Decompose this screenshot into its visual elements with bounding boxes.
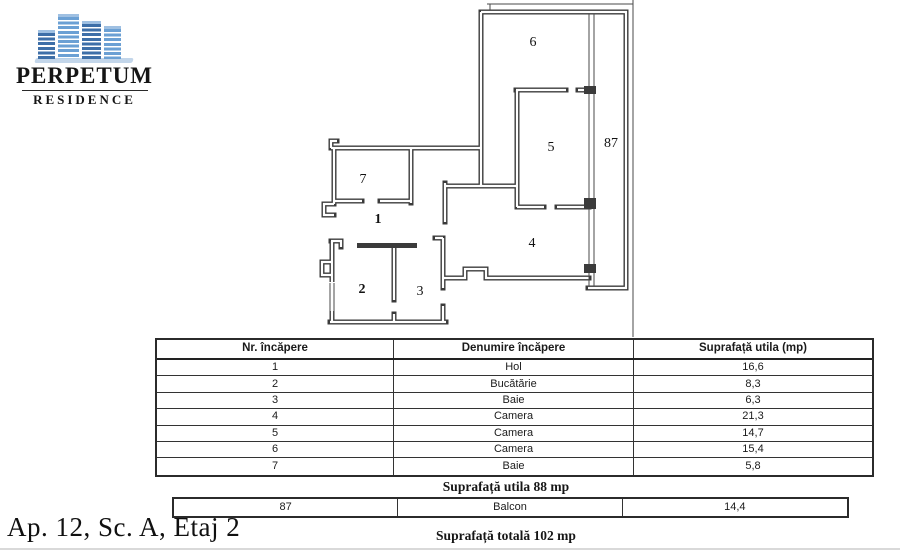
table-cell: 5,8 (745, 460, 761, 473)
table-cell: 7 (157, 458, 394, 475)
company-logo: PERPETUM RESIDENCE (2, 8, 167, 108)
walls (319, 9, 629, 325)
table-cell: 2 (157, 376, 394, 392)
building-shape (37, 30, 55, 59)
table-cell: 14,7 (742, 426, 764, 439)
room-label: 2 (359, 282, 366, 297)
logo-divider (21, 90, 148, 92)
table-cell: Camera (394, 409, 634, 425)
room-label: 6 (530, 35, 537, 50)
window-left (329, 283, 335, 311)
column-header: Nr. încăpere (157, 340, 394, 358)
table-cell: 5 (157, 425, 394, 441)
table-cell: 6 (157, 441, 394, 458)
room-labels: 6 5 87 7 1 4 2 3 (359, 35, 619, 299)
table-cell: Camera (394, 441, 634, 458)
building-shape (57, 14, 79, 59)
wall-pier (584, 264, 596, 273)
total-area-summary: Suprafață totală 102 mp (436, 528, 576, 543)
window-gap (329, 282, 336, 311)
usable-area-summary: Suprafață utila 88 mp (442, 479, 570, 494)
table-cell: 1 (157, 360, 394, 376)
counter-shape (357, 243, 417, 248)
table-cell: 3 (157, 392, 394, 409)
walls-core (320, 10, 628, 324)
buildings-icon (29, 8, 141, 64)
table-cell: 14,4 (724, 501, 746, 513)
room-label: 1 (375, 212, 382, 227)
room-label: 4 (529, 236, 536, 251)
table-cell: Baie (394, 392, 634, 409)
table-cell: 15,4 (742, 443, 764, 456)
table-cell: 21,3 (742, 410, 764, 423)
room-label: 3 (417, 284, 424, 299)
area-table: Nr. încăpere Denumire încăpere Suprafață… (155, 338, 874, 477)
building-shape (103, 26, 121, 59)
table-cell: Camera (394, 425, 634, 441)
area-table-header: Nr. încăpere Denumire încăpere Suprafață… (157, 340, 872, 360)
wall-pier (584, 198, 596, 209)
scan-edge-line (0, 548, 900, 550)
table-cell: Baie (394, 458, 634, 475)
room-label: 5 (548, 140, 555, 155)
table-cell: Hol (394, 360, 634, 376)
table-cell: 4 (157, 409, 394, 425)
room-label: 87 (604, 136, 618, 151)
apartment-label: Ap. 12, Sc. A, Etaj 2 (7, 512, 241, 542)
column-header: Suprafață utila (mp) (699, 342, 807, 355)
table-cell: 87 (174, 499, 399, 516)
table-cell: Bucătărie (394, 376, 634, 392)
logo-subtitle: RESIDENCE (33, 92, 136, 108)
logo-title: PERPETUM (15, 63, 154, 88)
building-shape (81, 21, 101, 59)
table-cell: 6,3 (745, 393, 761, 406)
table-cell: 16,6 (742, 361, 764, 374)
floor-plan: 6 5 87 7 1 4 2 3 (319, 0, 634, 337)
table-cell: 8,3 (745, 377, 761, 390)
table-cell: Balcon (398, 499, 623, 516)
column-header: Denumire încăpere (394, 340, 634, 358)
window-wall (588, 14, 595, 286)
room-label: 7 (360, 172, 367, 187)
wall-pier (584, 86, 596, 94)
